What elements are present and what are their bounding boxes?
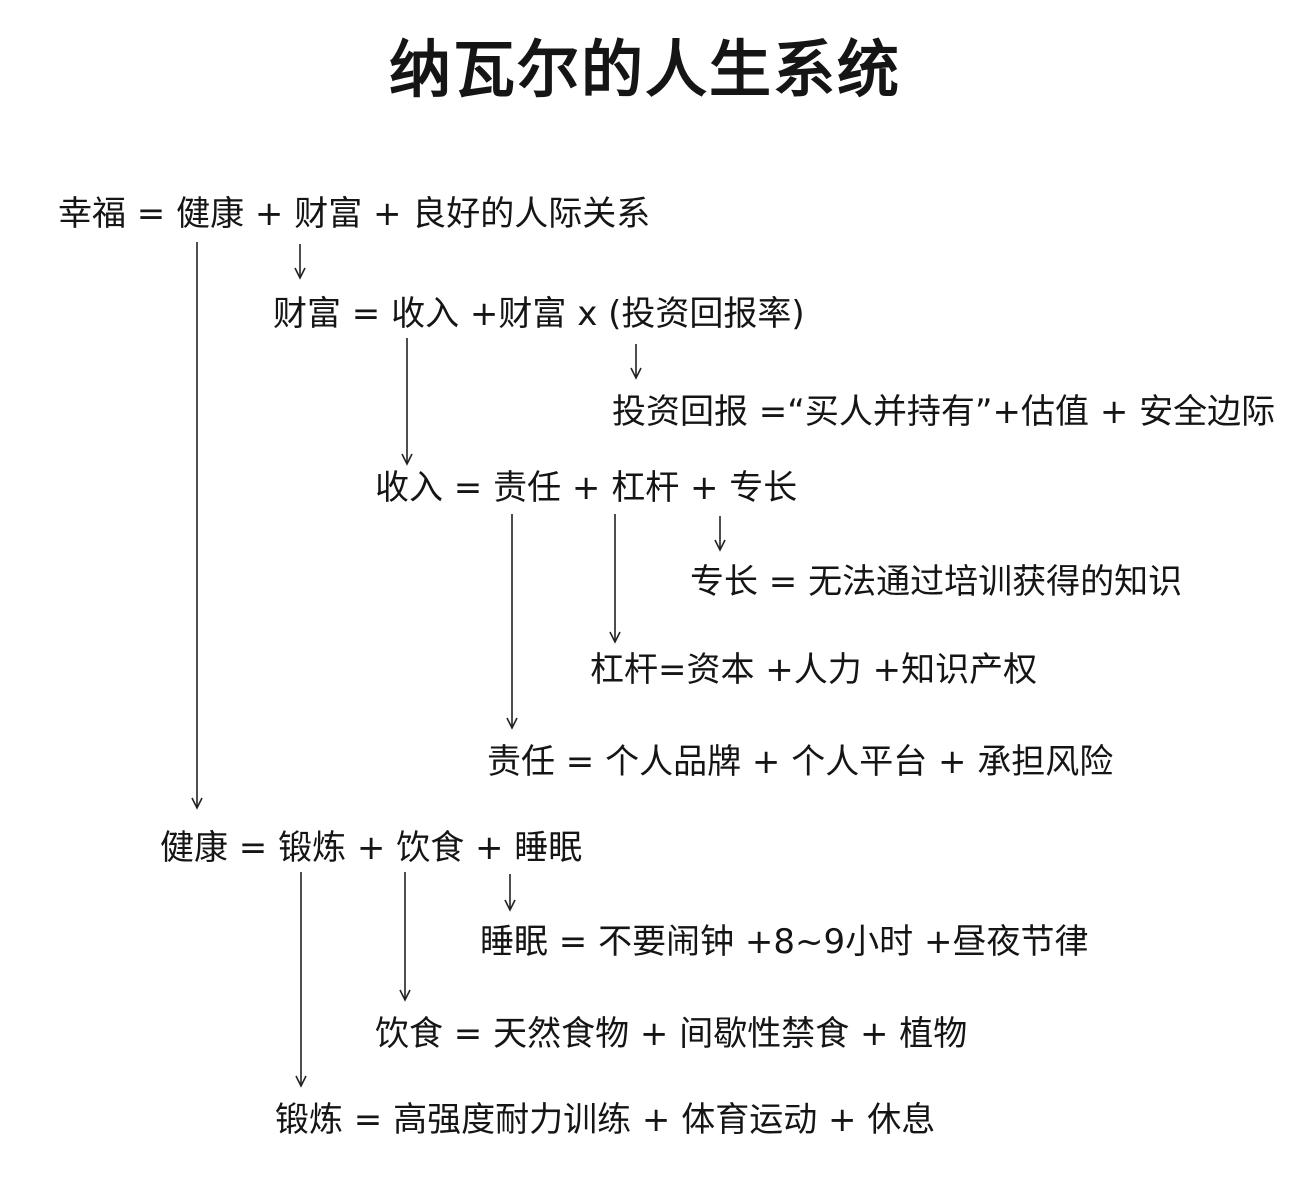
equation-wealth: 财富 = 收入 +财富 x (投资回报率) bbox=[273, 294, 805, 334]
arrow-health-to-sleep bbox=[504, 874, 516, 912]
equation-sleep: 睡眠 = 不要闹钟 +8~9小时 +昼夜节律 bbox=[480, 922, 1089, 962]
equation-health: 健康 = 锻炼 + 饮食 + 睡眠 bbox=[160, 828, 583, 868]
equation-accountability: 责任 = 个人品牌 + 个人平台 + 承担风险 bbox=[487, 742, 1114, 782]
equation-diet: 饮食 = 天然食物 + 间歇性禁食 + 植物 bbox=[375, 1014, 968, 1054]
arrow-health-to-diet bbox=[399, 872, 411, 1002]
arrow-income-to-accountability bbox=[506, 514, 518, 730]
equation-leverage: 杠杆=资本 +人力 +知识产权 bbox=[590, 650, 1038, 690]
equation-happiness: 幸福 = 健康 + 财富 + 良好的人际关系 bbox=[58, 194, 651, 234]
arrow-wealth-to-income bbox=[401, 338, 413, 466]
arrow-roi-to-investment-return bbox=[630, 344, 642, 380]
arrow-health-to-exercise bbox=[295, 872, 307, 1088]
equation-income: 收入 = 责任 + 杠杆 + 专长 bbox=[375, 468, 798, 508]
equation-specific-knowledge: 专长 = 无法通过培训获得的知识 bbox=[690, 562, 1183, 602]
diagram-title: 纳瓦尔的人生系统 bbox=[388, 33, 901, 106]
arrow-happiness-to-health bbox=[191, 242, 203, 810]
equation-investment-return: 投资回报 =“买人并持有”+估值 + 安全边际 bbox=[612, 392, 1276, 432]
arrow-happiness-to-wealth bbox=[294, 244, 306, 280]
equation-exercise: 锻炼 = 高强度耐力训练 + 体育运动 + 休息 bbox=[275, 1100, 936, 1140]
arrow-income-to-leverage bbox=[609, 514, 621, 644]
arrow-income-to-specific-knowledge bbox=[714, 516, 726, 552]
